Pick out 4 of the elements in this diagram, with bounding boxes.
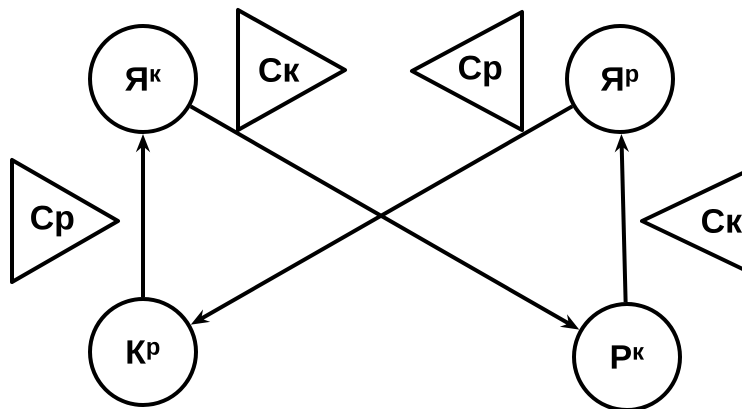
- triangle-sign: Ср: [10, 158, 120, 284]
- triangle-sign: Ск: [236, 8, 347, 132]
- triangle-sign: Ср: [410, 10, 524, 132]
- triangle-sign: Ск: [640, 158, 742, 284]
